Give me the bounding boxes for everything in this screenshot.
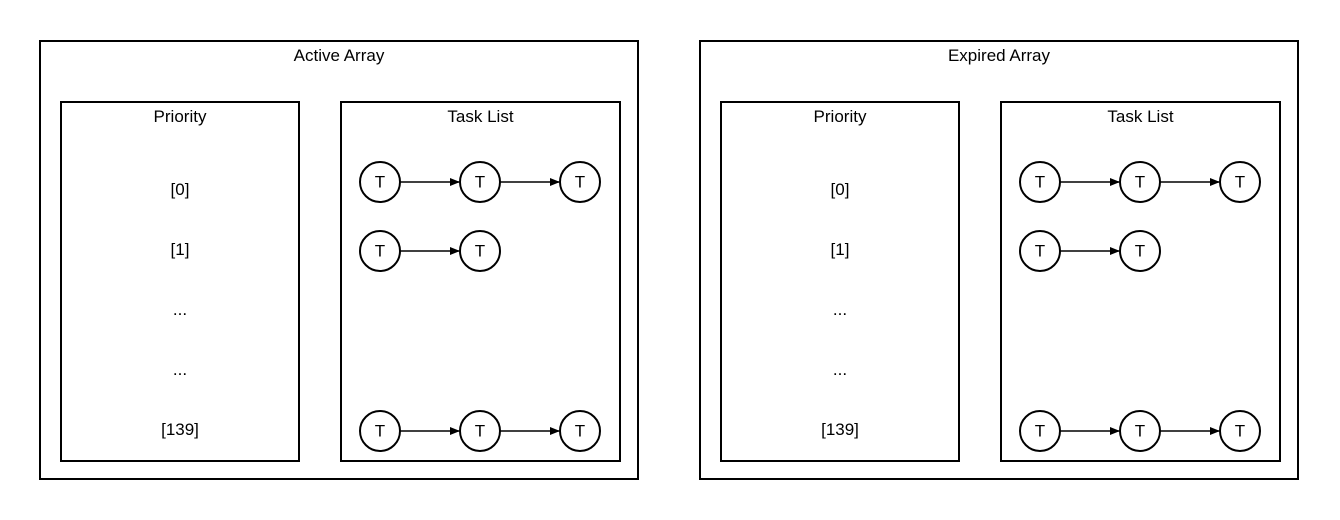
priority-label: [1] bbox=[170, 240, 190, 259]
panel-title: Expired Array bbox=[947, 46, 1051, 65]
expired-array-panel: Expired Array Priority [0] [1] ... ... [… bbox=[699, 40, 1299, 480]
task-list-column: Task List T T T T T T T T bbox=[1000, 101, 1281, 462]
task-node: T bbox=[459, 161, 501, 203]
task-list-graph: T T T T T T T T bbox=[359, 161, 601, 452]
priority-column: Priority [0] [1] ... ... [139] bbox=[720, 101, 960, 462]
active-array-panel: Active Array Priority [0] [1] ... ... [1… bbox=[39, 40, 639, 480]
task-node-label: T bbox=[1035, 242, 1045, 261]
priority-header: Priority bbox=[153, 107, 207, 126]
task-node-label: T bbox=[375, 422, 385, 441]
task-list-graph: T T T T T T T T bbox=[1019, 161, 1261, 452]
priority-label: ... bbox=[172, 300, 188, 319]
task-node-label: T bbox=[475, 422, 485, 441]
task-node-label: T bbox=[1035, 422, 1045, 441]
task-node: T bbox=[459, 410, 501, 452]
task-node-label: T bbox=[575, 422, 585, 441]
task-node: T bbox=[559, 410, 601, 452]
task-node-label: T bbox=[1135, 242, 1145, 261]
task-list-header: Task List bbox=[1107, 107, 1174, 126]
task-node: T bbox=[359, 161, 401, 203]
panel-title: Active Array bbox=[293, 46, 385, 65]
task-node: T bbox=[1019, 410, 1061, 452]
priority-label: ... bbox=[832, 360, 848, 379]
task-node: T bbox=[559, 161, 601, 203]
task-node-label: T bbox=[1035, 173, 1045, 192]
task-node-label: T bbox=[1135, 173, 1145, 192]
task-node-label: T bbox=[475, 173, 485, 192]
priority-column: Priority [0] [1] ... ... [139] bbox=[60, 101, 300, 462]
task-node: T bbox=[1019, 230, 1061, 272]
priority-label: [139] bbox=[821, 420, 859, 439]
task-node: T bbox=[1219, 410, 1261, 452]
task-node: T bbox=[1219, 161, 1261, 203]
priority-label: [139] bbox=[161, 420, 199, 439]
task-node: T bbox=[1019, 161, 1061, 203]
priority-label: [0] bbox=[170, 180, 190, 199]
task-node: T bbox=[1119, 410, 1161, 452]
priority-header: Priority bbox=[813, 107, 867, 126]
priority-label: [1] bbox=[830, 240, 850, 259]
priority-label: ... bbox=[172, 360, 188, 379]
priority-label: ... bbox=[832, 300, 848, 319]
priority-label: [0] bbox=[830, 180, 850, 199]
task-list-header: Task List bbox=[447, 107, 514, 126]
task-node-label: T bbox=[375, 242, 385, 261]
task-node-label: T bbox=[1235, 422, 1245, 441]
task-list-column: Task List T T T T T T T T bbox=[340, 101, 621, 462]
task-node: T bbox=[1119, 161, 1161, 203]
task-node: T bbox=[359, 410, 401, 452]
task-node: T bbox=[459, 230, 501, 272]
task-node: T bbox=[1119, 230, 1161, 272]
task-node-label: T bbox=[375, 173, 385, 192]
task-node-label: T bbox=[475, 242, 485, 261]
task-node: T bbox=[359, 230, 401, 272]
task-node-label: T bbox=[1135, 422, 1145, 441]
task-node-label: T bbox=[1235, 173, 1245, 192]
task-node-label: T bbox=[575, 173, 585, 192]
